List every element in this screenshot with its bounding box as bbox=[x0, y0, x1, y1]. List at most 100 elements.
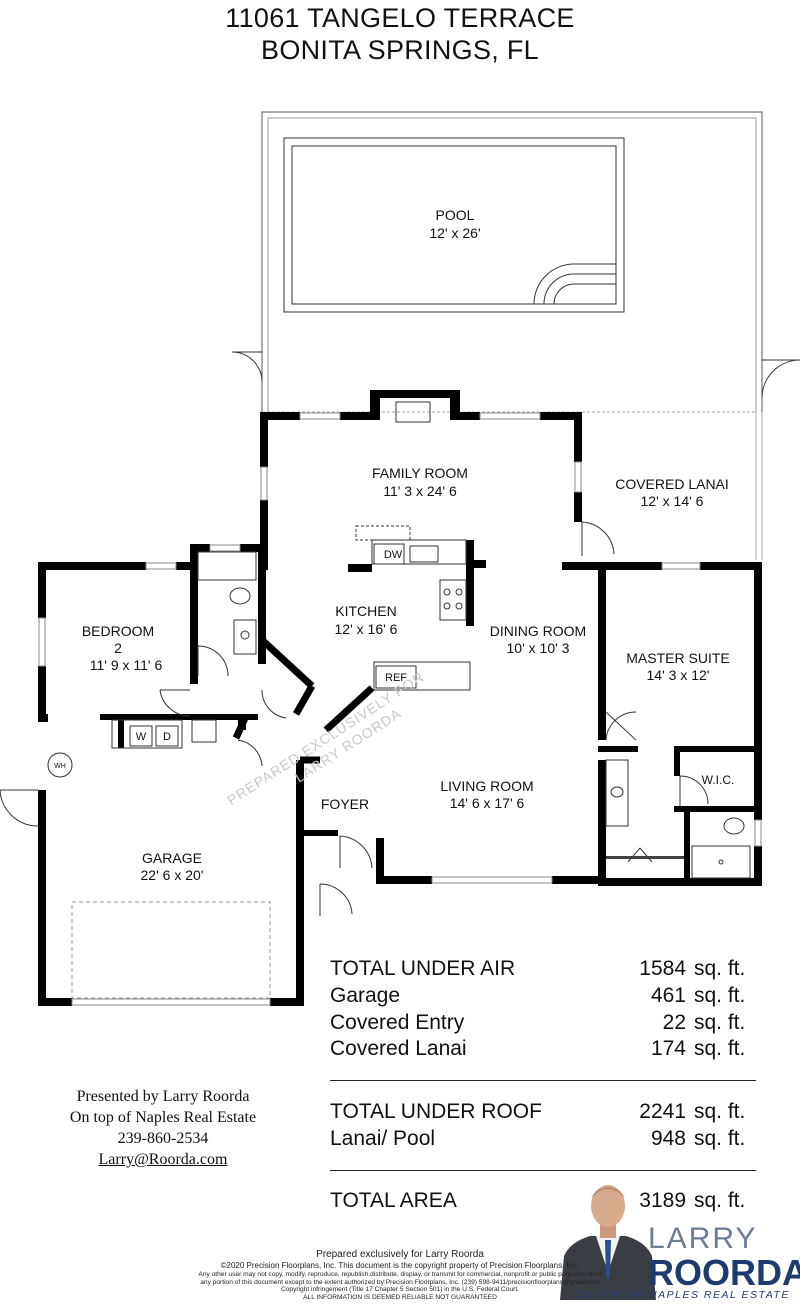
presenter-email[interactable]: Larry@Roorda.com bbox=[98, 1151, 228, 1168]
area-unit: sq. ft. bbox=[694, 1037, 746, 1060]
washer bbox=[129, 725, 153, 747]
garage-size: 22' 6 x 20' bbox=[141, 867, 204, 883]
garage-door-track bbox=[71, 901, 271, 999]
footer-line-6: ALL INFORMATION IS DEEMED RELIABLE NOT G… bbox=[303, 1293, 497, 1301]
windows bbox=[38, 412, 762, 1006]
brand-tagline: ON TOP OF NAPLES REAL ESTATE bbox=[574, 1289, 790, 1301]
refrigerator bbox=[375, 665, 417, 689]
area-row-covered-entry: Covered Entry 22 sq. ft. bbox=[330, 1010, 756, 1036]
brand-last: ROORDA bbox=[648, 1252, 800, 1293]
pool-size: 12' x 26' bbox=[429, 225, 480, 241]
area-unit: sq. ft. bbox=[694, 957, 746, 980]
foyer-label: FOYER bbox=[321, 796, 369, 812]
agent-photo bbox=[560, 1185, 656, 1300]
area-label: Covered Lanai bbox=[330, 1037, 467, 1060]
dryer-label: D bbox=[163, 731, 171, 743]
address-line-2: BONITA SPRINGS, FL bbox=[261, 35, 539, 65]
area-value: 3189 bbox=[639, 1189, 686, 1212]
area-label: Lanai/ Pool bbox=[330, 1127, 436, 1150]
brand-first: LARRY bbox=[648, 1222, 758, 1255]
hall-door bbox=[261, 689, 287, 719]
area-value: 948 bbox=[650, 1127, 686, 1150]
presenter-phone: 239-860-2534 bbox=[117, 1130, 209, 1147]
fireplace bbox=[395, 401, 431, 423]
footer-line-4: any portion of this document except to t… bbox=[200, 1278, 600, 1286]
area-value: 174 bbox=[650, 1037, 686, 1060]
bedroom2-label: BEDROOM bbox=[82, 623, 154, 639]
footer-copyright: ©2020 Precision Floorplans, Inc. This do… bbox=[220, 1261, 580, 1270]
footer-prepared: Prepared exclusively for Larry Roorda bbox=[316, 1249, 484, 1260]
kitchen-label: KITCHEN bbox=[335, 603, 396, 619]
footer-line-5: Copyright infringement (Title 17 Chapter… bbox=[281, 1286, 519, 1294]
lanai-door bbox=[581, 521, 615, 556]
presenter-company: On top of Naples Real Estate bbox=[69, 1109, 257, 1126]
living-room-label: LIVING ROOM bbox=[440, 778, 533, 794]
footer-block: Prepared exclusively for Larry Roorda ©2… bbox=[150, 1248, 650, 1301]
kitchen-counters bbox=[111, 525, 471, 749]
master-bath-fixtures bbox=[605, 759, 751, 879]
washer-label: W bbox=[136, 731, 147, 743]
stove bbox=[443, 588, 463, 610]
covered-lanai-label: COVERED LANAI bbox=[615, 476, 729, 492]
hall-bath-fixtures bbox=[197, 551, 257, 655]
kitchen-size: 12' x 16' 6 bbox=[335, 621, 398, 637]
pool-shape bbox=[283, 137, 625, 313]
area-label: Garage bbox=[330, 984, 401, 1007]
footer-line-3: Any other user may not copy, modify, rep… bbox=[198, 1271, 602, 1278]
area-label: TOTAL AREA bbox=[330, 1189, 457, 1212]
bedroom-door bbox=[159, 689, 191, 717]
living-room-size: 14' 6 x 17' 6 bbox=[450, 795, 525, 811]
area-row-covered-lanai: Covered Lanai 174 sq. ft. bbox=[330, 1036, 756, 1062]
pool-enclosure bbox=[261, 111, 763, 560]
bedroom2-size: 11' 9 x 11' 6 bbox=[90, 657, 163, 673]
pool-label: POOL bbox=[436, 207, 475, 223]
dishwasher-label: DW bbox=[384, 549, 403, 561]
dryer bbox=[155, 725, 179, 747]
entry-door-outside bbox=[319, 883, 353, 916]
area-row-lanai-pool: Lanai/ Pool 948 sq. ft. bbox=[330, 1126, 756, 1152]
area-unit: sq. ft. bbox=[694, 1100, 746, 1123]
wic-door bbox=[679, 775, 709, 806]
area-label: TOTAL UNDER ROOF bbox=[330, 1100, 542, 1123]
cage-door-right bbox=[761, 359, 800, 399]
covered-lanai-size: 12' x 14' 6 bbox=[641, 493, 704, 509]
area-row-garage: Garage 461 sq. ft. bbox=[330, 983, 756, 1009]
area-row-total-under-roof: TOTAL UNDER ROOF 2241 sq. ft. bbox=[330, 1099, 756, 1125]
area-label: TOTAL UNDER AIR bbox=[330, 957, 516, 980]
area-value: 1584 bbox=[639, 957, 686, 980]
master-door bbox=[605, 711, 637, 741]
dishwasher bbox=[373, 543, 405, 565]
area-row-total-area: TOTAL AREA 3189 sq. ft. bbox=[330, 1188, 756, 1214]
area-label: Covered Entry bbox=[330, 1011, 465, 1034]
walls bbox=[38, 390, 762, 1006]
bath-door bbox=[197, 645, 229, 677]
dining-room-label: DINING ROOM bbox=[490, 623, 586, 639]
front-door bbox=[339, 835, 373, 869]
divider bbox=[330, 1080, 756, 1081]
garage-entry-door bbox=[237, 739, 263, 767]
bedroom2-number: 2 bbox=[114, 640, 122, 656]
refrigerator-label: REF bbox=[385, 672, 407, 684]
master-suite-label: MASTER SUITE bbox=[626, 650, 729, 666]
area-row-total-under-air: TOTAL UNDER AIR 1584 sq. ft. bbox=[330, 956, 756, 982]
wic-label: W.I.C. bbox=[702, 773, 735, 787]
area-unit: sq. ft. bbox=[694, 1127, 746, 1150]
family-room-label: FAMILY ROOM bbox=[372, 465, 468, 481]
kitchen-sink bbox=[409, 545, 439, 563]
area-value: 2241 bbox=[639, 1100, 686, 1123]
address-line-1: 11061 TANGELO TERRACE bbox=[225, 3, 575, 33]
water-heater-label: WH bbox=[54, 763, 66, 770]
presenter-name: Presented by Larry Roorda bbox=[76, 1088, 250, 1105]
shower-door bbox=[627, 847, 653, 863]
area-value: 461 bbox=[650, 984, 686, 1007]
garage-side-door bbox=[0, 789, 39, 827]
svg-text:PREPARED EXCLUSIVELY FOR: PREPARED EXCLUSIVELY FOR bbox=[224, 668, 427, 808]
area-unit: sq. ft. bbox=[694, 1011, 746, 1034]
water-heater bbox=[47, 752, 73, 778]
cage-door-left bbox=[231, 351, 263, 383]
family-room-size: 11' 3 x 24' 6 bbox=[383, 483, 457, 499]
garage-label: GARAGE bbox=[142, 850, 202, 866]
divider bbox=[330, 1170, 756, 1171]
area-value: 22 bbox=[662, 1011, 686, 1034]
